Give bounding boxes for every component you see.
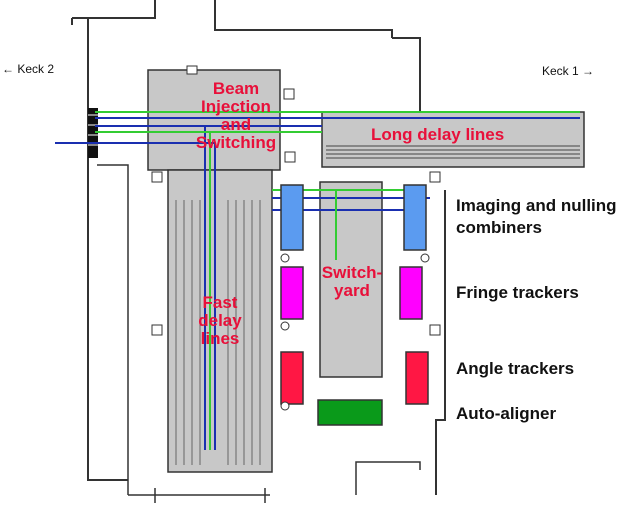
- pillar: [151, 324, 163, 336]
- switchyard-line-2: yard: [334, 281, 370, 300]
- beam-injection-line-4: Switching: [195, 133, 277, 152]
- floor-marks: [154, 488, 266, 503]
- beam-injection-line-1: Beam: [212, 79, 260, 98]
- beam-injection-label: Beam Injection and Switching: [186, 80, 286, 152]
- keck-1-label: Keck 1 →: [542, 64, 595, 78]
- beam-injection-line-3: and: [220, 115, 252, 134]
- auto-aligner-label: Auto-aligner: [456, 404, 557, 423]
- fast-delay-line-3: lines: [200, 329, 240, 348]
- pillar: [429, 171, 441, 183]
- imaging-combiner-right: [403, 184, 427, 251]
- switchyard-label: Switch- yard: [312, 264, 392, 300]
- pillar: [151, 171, 163, 183]
- long-delay-rails: [326, 145, 580, 159]
- pillar: [186, 65, 198, 75]
- pillar: [284, 151, 296, 163]
- building-walls: [71, 0, 446, 496]
- angle-tracker-left: [280, 351, 304, 405]
- pillar: [283, 88, 295, 100]
- pillar: [429, 324, 441, 336]
- angle-trackers-label: Angle trackers: [456, 359, 575, 378]
- switchyard-line-1: Switch-: [321, 263, 383, 282]
- fringe-tracker-right: [399, 266, 423, 320]
- imaging-combiner-left: [280, 184, 304, 251]
- fringe-trackers-label: Fringe trackers: [456, 283, 579, 302]
- fast-delay-rails: [175, 200, 261, 465]
- fast-delay-enclosure: [167, 169, 273, 473]
- imaging-combiners-label: Imaging and nulling combiners: [456, 195, 617, 239]
- imaging-line-2: combiners: [456, 218, 542, 237]
- auto-aligner: [317, 399, 383, 426]
- beam-injection-line-2: Injection: [201, 97, 271, 116]
- fast-delay-label: Fast delay lines: [190, 294, 250, 348]
- angle-tracker-right: [405, 351, 429, 405]
- switchyard: [319, 181, 383, 378]
- fast-delay-line-2: delay: [198, 311, 242, 330]
- keck-2-label: ← Keck 2: [2, 62, 55, 76]
- imaging-line-1: Imaging and nulling: [456, 196, 617, 215]
- fast-delay-line-1: Fast: [202, 293, 238, 312]
- mounts: [280, 253, 430, 411]
- long-delay-label: Long delay lines: [371, 125, 505, 144]
- fringe-tracker-left: [280, 266, 304, 320]
